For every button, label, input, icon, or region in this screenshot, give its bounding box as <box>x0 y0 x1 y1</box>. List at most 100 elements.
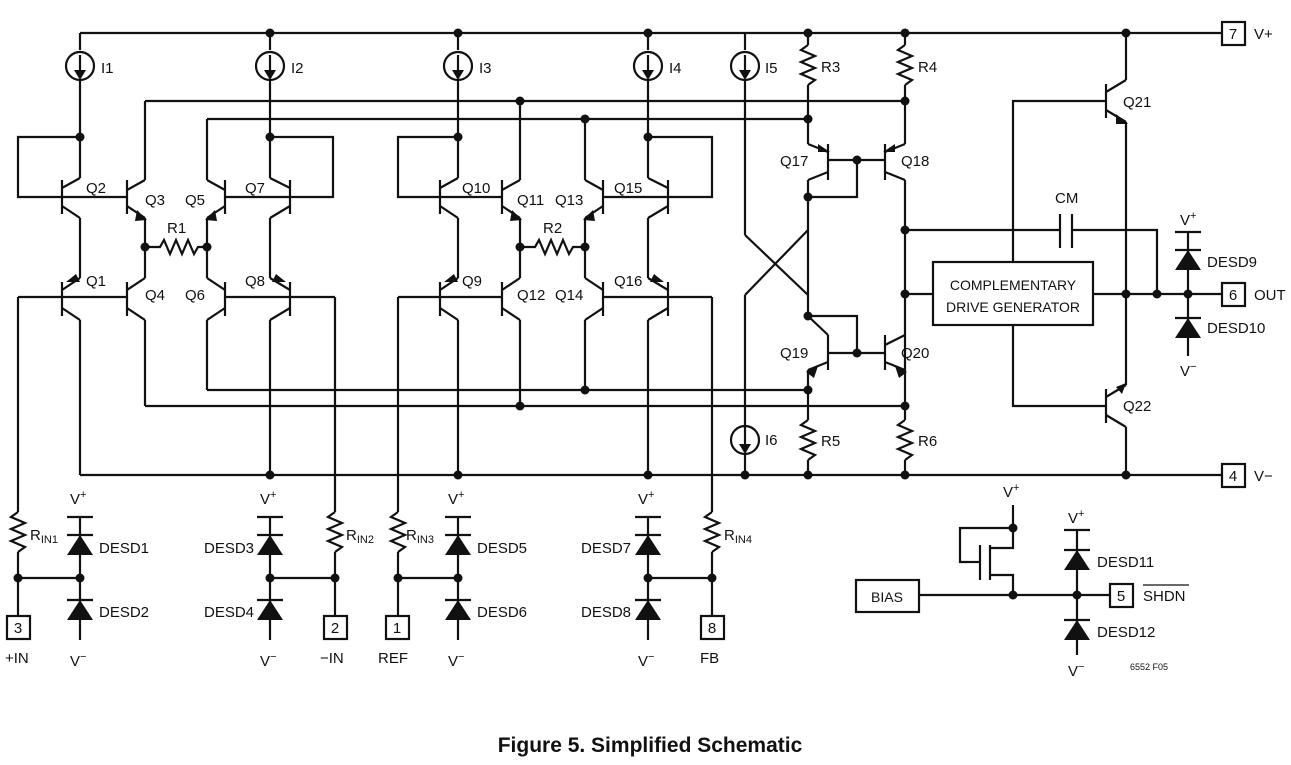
pin-8-name: FB <box>700 650 719 667</box>
pin-5-name: SHDN <box>1143 588 1186 605</box>
current-source-i2: I2 <box>254 33 304 178</box>
q12-label: Q12 <box>517 287 545 304</box>
esd-network-in4 <box>635 511 722 640</box>
q14-label: Q14 <box>555 287 583 304</box>
pin-7: 7 V+ <box>1220 20 1273 47</box>
current-source-i4: I4 <box>632 33 682 178</box>
r6-label: R6 <box>918 433 937 450</box>
q1-label: Q1 <box>86 273 106 290</box>
vminus-label-3: V− <box>448 651 464 670</box>
current-source-i3: I3 <box>442 33 492 178</box>
pin-6-number: 6 <box>1229 287 1237 304</box>
esd-network-in1 <box>8 297 93 640</box>
desd1-label: DESD1 <box>99 540 149 557</box>
bias-label: BIAS <box>871 589 903 605</box>
current-source-i1: I1 <box>64 33 114 178</box>
q22-label: Q22 <box>1123 398 1151 415</box>
desd4-label: DESD4 <box>204 604 254 621</box>
desd3-label: DESD3 <box>204 540 254 557</box>
pin-1-number: 1 <box>393 620 401 637</box>
r2-label: R2 <box>543 220 562 237</box>
shutdown-network: BIAS <box>854 505 1110 655</box>
vminus-label-7: V− <box>1068 661 1084 680</box>
i4-label: I4 <box>669 60 682 77</box>
pin-2-name: −IN <box>320 650 344 667</box>
r1-label: R1 <box>167 220 186 237</box>
figure-caption: Figure 5. Simplified Schematic <box>498 734 803 757</box>
figure-code: 6552 F05 <box>1130 662 1168 672</box>
r4-label: R4 <box>918 59 937 76</box>
vplus-label-1: V+ <box>70 489 86 508</box>
pin-8-number: 8 <box>708 620 716 637</box>
pin-5-number: 5 <box>1117 588 1125 605</box>
i6-label: I6 <box>765 432 778 449</box>
pin-2: 2 −IN <box>320 614 349 667</box>
current-source-i5: I5 <box>729 33 809 296</box>
q9-label: Q9 <box>462 273 482 290</box>
desd10-label: DESD10 <box>1207 320 1265 337</box>
pin-7-number: 7 <box>1229 26 1237 43</box>
q18-label: Q18 <box>901 153 929 170</box>
output-stage: COMPLEMENTARY DRIVE GENERATOR <box>905 33 1222 475</box>
desd5-label: DESD5 <box>477 540 527 557</box>
q17-label: Q17 <box>780 153 808 170</box>
pin-2-number: 2 <box>331 620 339 637</box>
rin1-label: RIN1 <box>30 527 58 546</box>
pin-4: 4 V− <box>1220 462 1273 489</box>
pin-4-number: 4 <box>1229 468 1237 485</box>
desd11-label: DESD11 <box>1097 554 1154 571</box>
q3-label: Q3 <box>145 192 165 209</box>
desd9-label: DESD9 <box>1207 254 1257 271</box>
desd6-label: DESD6 <box>477 604 527 621</box>
q2-label: Q2 <box>86 180 106 197</box>
q11-label: Q11 <box>517 192 544 209</box>
r3-label: R3 <box>821 59 840 76</box>
input-stage-left <box>16 101 337 512</box>
junction-dots <box>13 28 1193 600</box>
supply-labels: V+ V− V+ V− V+ V− V+ V− V+ V− V+ V+ V− <box>70 210 1196 680</box>
q7-label: Q7 <box>245 180 265 197</box>
q4-label: Q4 <box>145 287 165 304</box>
vplus-label-6: V+ <box>1003 482 1019 501</box>
pin-4-name: V− <box>1254 468 1273 485</box>
diode-labels: DESD1 DESD2 DESD3 DESD4 DESD5 DESD6 DESD… <box>99 254 1265 641</box>
q13-label: Q13 <box>555 192 583 209</box>
desd7-label: DESD7 <box>581 540 631 557</box>
i3-label: I3 <box>479 60 492 77</box>
drive-generator-block <box>931 260 1095 327</box>
q15-label: Q15 <box>614 180 642 197</box>
pin-1: 1 REF <box>378 614 411 667</box>
q16-label: Q16 <box>614 273 642 290</box>
rin3-label: RIN3 <box>406 527 434 546</box>
rin4-label: RIN4 <box>724 527 752 546</box>
current-source-i6: I6 <box>729 424 778 475</box>
vminus-label-5: V− <box>1180 361 1196 380</box>
pin-3: 3 +IN <box>5 614 32 667</box>
input-stage-right <box>396 101 714 512</box>
transistor-labels: Q2 Q1 Q3 Q4 Q5 Q6 Q7 Q8 Q10 Q9 Q11 Q12 Q… <box>86 94 1151 415</box>
pin-8: 8 FB <box>699 614 726 667</box>
rin2-label: RIN2 <box>346 527 374 546</box>
vminus-label-4: V− <box>638 651 654 670</box>
drive-generator-line1: COMPLEMENTARY <box>950 277 1077 293</box>
vminus-label-2: V− <box>260 651 276 670</box>
i5-label: I5 <box>765 60 778 77</box>
vminus-label-1: V− <box>70 651 86 670</box>
i1-label: I1 <box>101 60 114 77</box>
pin-3-number: 3 <box>14 620 22 637</box>
pin-5: 5 SHDN <box>1108 582 1189 609</box>
passive-labels: R1 R2 R3 R4 R5 R6 CM RIN1 RIN2 RIN3 RIN4 <box>30 59 1078 546</box>
i2-label: I2 <box>291 60 304 77</box>
esd-network-in3 <box>388 511 471 640</box>
pin-6-name: OUT <box>1254 287 1286 304</box>
r5-label: R5 <box>821 433 840 450</box>
cm-label: CM <box>1055 190 1078 207</box>
desd12-label: DESD12 <box>1097 624 1155 641</box>
q8-label: Q8 <box>245 273 265 290</box>
vplus-label-5: V+ <box>1180 210 1196 229</box>
q20-label: Q20 <box>901 345 929 362</box>
pin-7-name: V+ <box>1254 26 1273 43</box>
pin-3-name: +IN <box>5 650 29 667</box>
vplus-label-4: V+ <box>638 489 654 508</box>
